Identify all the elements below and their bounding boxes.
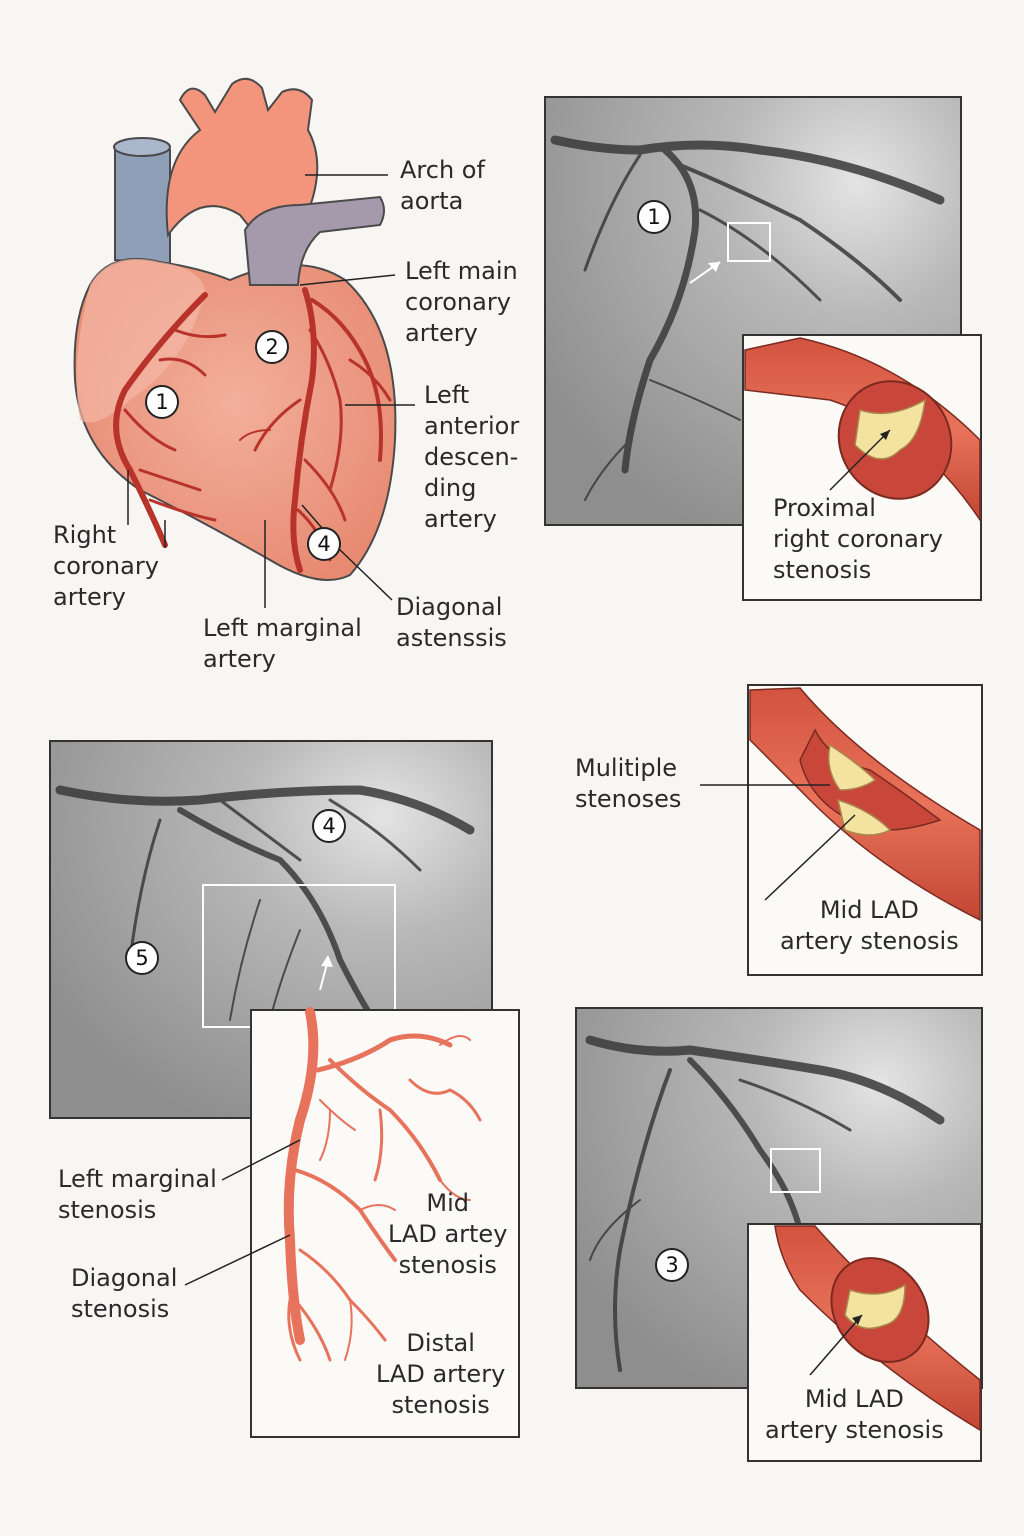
angiogram-3-marker-3: 3 [655, 1248, 689, 1282]
label-mid-lad-artey-stenosis: Mid LAD artey stenosis [388, 1189, 508, 1279]
label-arch-of-aorta: Arch of aorta [400, 156, 485, 215]
right-coronary-artery [113, 292, 208, 548]
angiogram-2-marker-5: 5 [125, 941, 159, 975]
heart-diagram [73, 77, 415, 608]
label-mid-lad-stenosis-1: Mid LAD artery stenosis [780, 896, 959, 955]
label-right-coronary-artery: Right coronary artery [53, 521, 159, 611]
heart-marker-2: 2 [255, 330, 289, 364]
multiple-stenoses-panel [700, 684, 983, 976]
angiogram-1-marker-1: 1 [637, 200, 671, 234]
label-left-marginal-artery: Left marginal artery [203, 614, 362, 673]
label-left-main-coronary-artery: Left main coronary artery [405, 257, 518, 347]
vena-cava [114, 146, 171, 267]
label-left-marginal-stenosis: Left marginal stenosis [58, 1165, 217, 1224]
label-left-anterior-descending-artery: Left anterior descen- ding artery [424, 381, 520, 533]
heart-marker-1: 1 [145, 385, 179, 419]
heart-leader-lines [127, 174, 415, 608]
label-diagonal: Diagonal astenssis [396, 593, 507, 652]
coronary-arteries [113, 287, 392, 573]
label-multiple-stenoses: Mulitiple stenoses [575, 754, 682, 813]
label-diagonal-stenosis: Diagonal stenosis [71, 1264, 178, 1323]
aortic-arch [165, 77, 319, 242]
angiogram-2 [49, 740, 520, 1438]
label-proximal-right-coronary-stenosis: Proximal right coronary stenosis [773, 494, 943, 584]
angiogram-2-marker-4: 4 [312, 809, 346, 843]
angiogram-3 [575, 1007, 983, 1462]
label-mid-lad-stenosis-2: Mid LAD artery stenosis [765, 1385, 944, 1444]
angiogram-1 [544, 96, 982, 601]
heart-marker-4: 4 [307, 527, 341, 561]
label-distal-lad-artery-stenosis: Distal LAD artery stenosis [376, 1329, 506, 1419]
pulmonary-trunk [243, 195, 385, 286]
